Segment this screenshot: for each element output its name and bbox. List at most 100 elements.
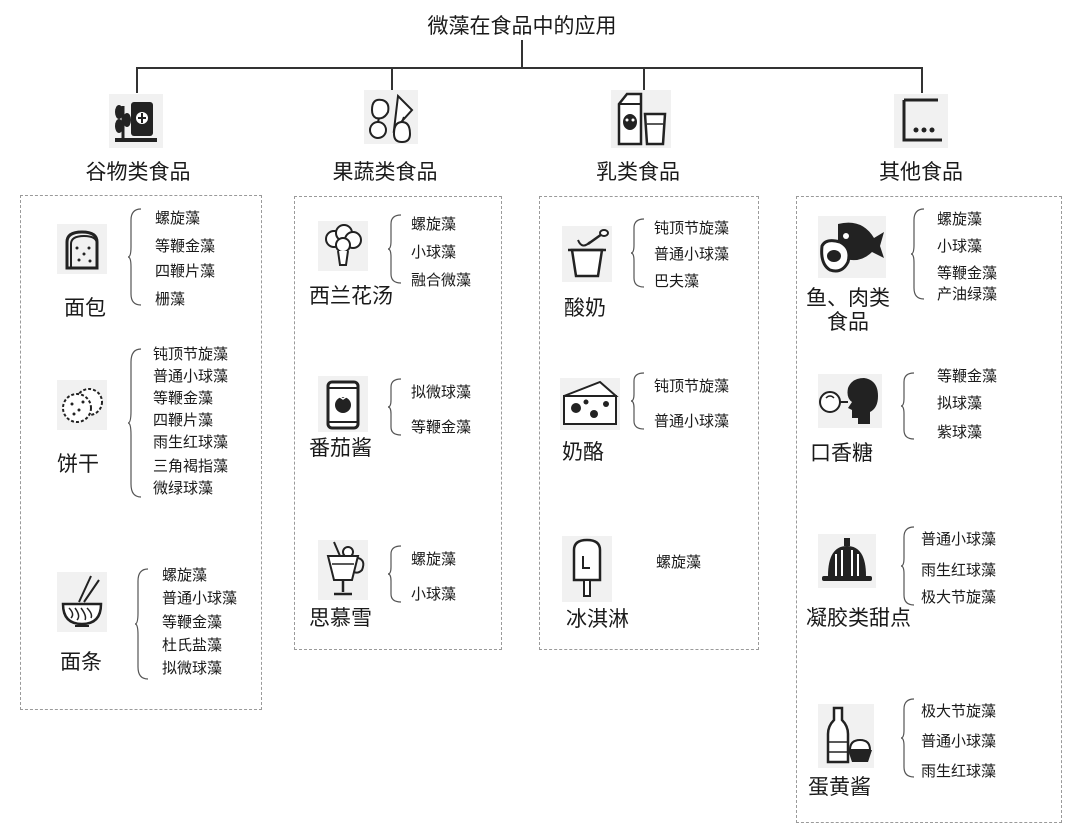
cheese-icon [560, 378, 620, 430]
algae-name: 极大节旋藻 [921, 588, 997, 606]
grain-food-icon [109, 94, 163, 148]
category-box-other [796, 196, 1062, 823]
item-name: 凝胶类甜点 [806, 606, 911, 630]
algae-name: 普通小球藻 [921, 732, 997, 750]
algae-name: 微绿球藻 [153, 479, 214, 498]
algae-list: 螺旋藻 小球藻 [411, 542, 456, 611]
algae-name: 极大节旋藻 [921, 702, 997, 720]
algae-name: 产油绿藻 [937, 285, 998, 303]
category-box-grain [20, 195, 262, 710]
brace-icon [387, 378, 402, 436]
algae-name: 融合微藻 [411, 270, 472, 289]
algae-list: 极大节旋藻 普通小球藻 雨生红球藻 [921, 696, 996, 786]
cookies-icon [57, 380, 107, 430]
algae-name: 螺旋藻 [656, 553, 702, 571]
item-name: 酸奶 [564, 296, 606, 320]
algae-name: 等鞭金藻 [162, 612, 223, 631]
algae-list: 钝顶节旋藻 普通小球藻 [654, 369, 729, 438]
ice-cream-icon [562, 536, 612, 602]
algae-list: 螺旋藻 等鞭金藻 四鞭片藻 栅藻 [155, 206, 215, 312]
algae-name: 紫球藻 [937, 423, 983, 441]
brace-icon [387, 214, 402, 284]
brace-icon [127, 208, 142, 306]
category-box-fruit-vegetable [294, 196, 502, 650]
brace-icon [630, 372, 645, 430]
algae-name: 普通小球藻 [654, 245, 730, 264]
algae-name: 小球藻 [411, 242, 457, 261]
algae-list: 等鞭金藻 拟球藻 紫球藻 [937, 363, 997, 446]
algae-name: 拟球藻 [937, 394, 983, 412]
algae-name: 四鞭片藻 [155, 262, 216, 280]
connector-trunk [521, 40, 523, 68]
algae-name: 等鞭金藻 [937, 264, 998, 282]
algae-name: 钝顶节旋藻 [153, 345, 229, 363]
algae-name: 巴夫藻 [654, 271, 700, 290]
algae-name: 小球藻 [937, 237, 983, 255]
algae-name: 普通小球藻 [162, 589, 238, 608]
algae-list: 拟微球藻 等鞭金藻 [411, 375, 471, 444]
algae-name: 螺旋藻 [162, 566, 208, 584]
connector-bar [136, 67, 923, 69]
algae-name: 普通小球藻 [153, 366, 229, 385]
brace-icon [134, 568, 149, 680]
algae-name: 雨生红球藻 [153, 432, 229, 451]
item-name: 蛋黄酱 [808, 775, 871, 799]
algae-list: 螺旋藻 普通小球藻 等鞭金藻 杜氏盐藻 拟微球藻 [162, 564, 237, 680]
smoothie-icon [318, 540, 368, 600]
algae-name: 螺旋藻 [411, 215, 457, 233]
algae-name: 拟微球藻 [162, 659, 223, 677]
algae-name: 钝顶节旋藻 [654, 377, 730, 395]
item-name: 思慕雪 [309, 606, 372, 630]
algae-name: 螺旋藻 [411, 550, 457, 568]
brace-icon [630, 218, 645, 288]
algae-name: 小球藻 [411, 584, 457, 603]
category-label-dairy: 乳类食品 [596, 160, 680, 184]
category-label-grain: 谷物类食品 [85, 160, 191, 184]
algae-list: 螺旋藻 小球藻 等鞭金藻 产油绿藻 [937, 206, 997, 308]
category-label-other: 其他食品 [879, 160, 963, 184]
algae-name: 螺旋藻 [937, 210, 983, 228]
algae-name: 雨生红球藻 [921, 762, 997, 780]
jelly-icon [818, 534, 876, 588]
chewing-gum-icon [818, 374, 882, 428]
fish-meat-icon [818, 216, 886, 278]
algae-name: 螺旋藻 [155, 209, 201, 227]
item-name: 面条 [60, 650, 102, 674]
yogurt-icon [562, 226, 612, 282]
algae-name: 等鞭金藻 [155, 236, 216, 255]
category-box-dairy [539, 196, 759, 650]
mayonnaise-icon [818, 704, 874, 768]
item-name: 番茄酱 [309, 436, 372, 460]
diagram-title: 微藻在食品中的应用 [427, 14, 617, 38]
connector-branch-1 [136, 67, 138, 93]
item-name: 口香糖 [810, 441, 873, 465]
item-name: 鱼、肉类 食品 [806, 286, 890, 335]
fruit-vegetable-icon [364, 90, 418, 144]
algae-name: 拟微球藻 [411, 383, 472, 401]
item-name: 面包 [64, 296, 106, 320]
algae-name: 钝顶节旋藻 [654, 219, 730, 237]
algae-list: 普通小球藻 雨生红球藻 极大节旋藻 [921, 526, 996, 611]
tomato-can-icon [318, 376, 368, 432]
brace-icon [900, 372, 915, 440]
algae-name: 栅藻 [155, 289, 186, 308]
connector-branch-3 [643, 67, 645, 93]
item-name: 冰淇淋 [566, 607, 629, 631]
brace-icon [387, 545, 402, 603]
noodles-icon [57, 572, 107, 632]
dairy-icon [611, 90, 671, 148]
category-label-fruit-vegetable: 果蔬类食品 [332, 160, 438, 184]
algae-list: 钝顶节旋藻 普通小球藻 巴夫藻 [654, 215, 729, 294]
algae-name: 杜氏盐藻 [162, 635, 223, 654]
connector-branch-2 [391, 67, 393, 93]
bread-icon [57, 224, 107, 274]
connector-branch-4 [921, 67, 923, 93]
algae-name: 雨生红球藻 [921, 561, 997, 579]
item-name: 奶酪 [562, 440, 604, 464]
algae-name: 普通小球藻 [654, 411, 730, 430]
other-food-icon [894, 94, 948, 148]
algae-list: 螺旋藻 小球藻 融合微藻 [411, 211, 471, 294]
broccoli-icon [318, 221, 368, 271]
item-name: 饼干 [57, 452, 99, 476]
algae-name: 等鞭金藻 [937, 367, 998, 385]
